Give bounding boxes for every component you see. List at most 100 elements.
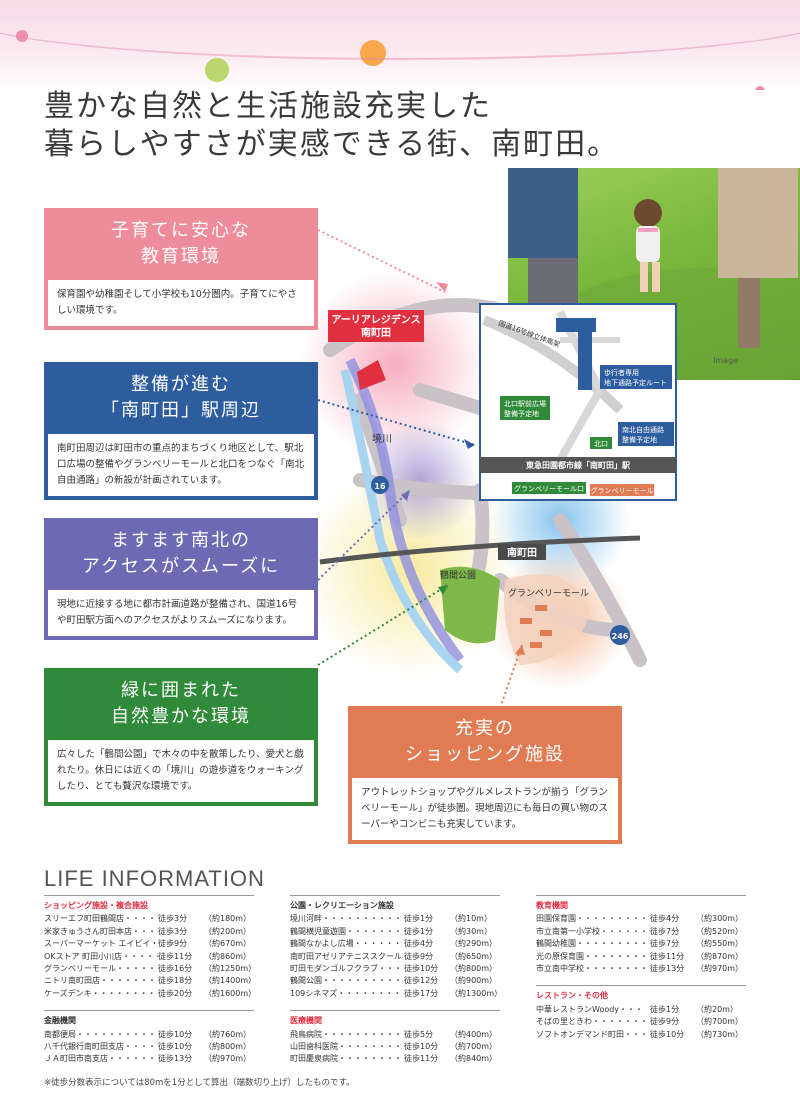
walk-time: 徒歩17分 (404, 988, 439, 998)
arrow-orange (515, 645, 525, 655)
life-column-2: 公園・レクリエーション施設境川河畔・・・・・・・・・・・徒歩1分 （約10m） 鶴間… (290, 895, 503, 1066)
residence-label-box (328, 310, 424, 342)
station-label: 南町田 (507, 546, 537, 559)
life-row: 鶴間公園・・・・・・・・・・・徒歩12分（約900m） (290, 975, 500, 987)
walk-time: 徒歩1分 (404, 914, 434, 924)
distance: （約1600m） (204, 988, 257, 998)
walk-time: 徒歩16分 (158, 964, 193, 974)
photo-label: Image (712, 356, 738, 365)
distance: （約10m） (450, 914, 492, 924)
distance: （約670m） (204, 939, 252, 949)
walking-note: ※徒歩分数表示については80mを1分として算出（端数切り上げ）したものです。 (44, 1078, 355, 1088)
life-row: 田園保育園・・・・・・・・・・徒歩4分（約300m） (536, 913, 746, 925)
facility-name: 南町田アゼリアテニススクール・テニスクラブ (290, 951, 404, 961)
arrow-blue (464, 439, 475, 449)
park-label: 鶴間公園 (440, 569, 476, 581)
life-row: 八千代銀行南町田支店・・・・・徒歩10分（約800m） (44, 1041, 254, 1053)
life-section-heading: 教育機関 (536, 901, 568, 910)
distance: （約970m） (696, 964, 744, 974)
mall-block (520, 618, 532, 624)
facility-name: グランベリーモール・・・・・・ (44, 964, 158, 974)
life-section: 医療機関飛鳥病院・・・・・・・・・・・徒歩5分（約400m）山田歯科医院・・・・… (290, 1010, 500, 1066)
life-row: OKストア 町田小川店・・・・・徒歩11分（約860m） (44, 951, 254, 963)
walk-time: 徒歩3分 (158, 914, 188, 924)
distance: （約300m） (696, 914, 744, 924)
mall-block (540, 630, 552, 636)
facility-name: ニトリ南町田店・・・・・・・・ (44, 976, 158, 986)
life-row: 109シネマズ・・・・・・・・・徒歩17分（約1300m） (290, 988, 503, 1000)
station-box (498, 544, 546, 560)
walk-time: 徒歩3分 (158, 926, 188, 936)
life-row: 南町田アゼリアテニススクール・テニスクラブ徒歩9分（約650m） (290, 951, 500, 963)
inset-plaza-2: 整備予定地 (504, 409, 539, 418)
distance: （約1250m） (204, 964, 257, 974)
card-desc: 保育園や幼稚園そして小学校も10分圏内。子育てにやさしい環境です。 (48, 280, 314, 326)
facility-name: 町田慶泉病院・・・・・・・・・ (290, 1054, 404, 1064)
walk-time: 徒歩4分 (404, 939, 434, 949)
card-nature: 緑に囲まれた自然豊かな環境 広々した「鶴間公園」で木々の中を散策したり、愛犬と戯… (44, 668, 318, 806)
purple-road (345, 357, 465, 663)
facility-name: 境川河畔・・・・・・・・・・・ (290, 914, 404, 924)
walk-time: 徒歩13分 (158, 1054, 193, 1064)
card-title: 緑に囲まれた自然豊かな環境 (111, 680, 251, 727)
card-desc: アウトレットショップやグルメレストランが揃う「グランベリーモール」が徒歩圏。現地… (352, 778, 618, 840)
facility-name: スリーエフ町田鶴間店・・・・・ (44, 914, 158, 924)
life-section: 教育機関田園保育園・・・・・・・・・・徒歩4分（約300m）市立南第一小学校・・… (536, 895, 746, 975)
inset-mall-exit: グランベリーモール口 (514, 484, 584, 493)
distance: （約30m） (450, 926, 492, 936)
life-row: 境川河畔・・・・・・・・・・・徒歩1分 （約10m） (290, 913, 500, 925)
life-row: 飛鳥病院・・・・・・・・・・・徒歩5分（約400m） (290, 1029, 500, 1041)
facility-name: ＪＡ町田市南支店・・・・・・・ (44, 1054, 158, 1064)
facility-name: 光の原保育園・・・・・・・・・ (536, 951, 650, 961)
card-title: 子育てに安心な教育環境 (111, 220, 251, 267)
walk-time: 徒歩11分 (650, 951, 685, 961)
connector-lines (317, 229, 523, 709)
inset-north-exit: 北口 (594, 440, 608, 448)
walk-time: 徒歩18分 (158, 976, 193, 986)
distance: （約1300m） (450, 988, 503, 998)
card-shopping: 充実のショッピング施設 アウトレットショップやグルメレストランが揃う「グランベリ… (348, 706, 622, 844)
card-title: 整備が進む「南町田」駅周辺 (101, 374, 261, 421)
life-row: 鶴間横児童遊園・・・・・・・・徒歩1分（約30m） (290, 926, 500, 938)
walk-time: 徒歩10分 (158, 1029, 193, 1039)
mall-block (530, 642, 542, 648)
arc-line (0, 0, 800, 60)
distance: （約200m） (204, 926, 252, 936)
life-row: 鶴間なかよし広場・・・・・・・徒歩4分（約290m） (290, 938, 500, 950)
life-row: 米家きゅうさん町田本店・・・・徒歩3分（約200m） (44, 926, 254, 938)
walk-time: 徒歩7分 (650, 939, 680, 949)
life-row: ニトリ南町田店・・・・・・・・徒歩18分（約1400m） (44, 975, 256, 987)
distance: （約870m） (696, 951, 744, 961)
facility-name: 鶴間横児童遊園・・・・・・・・ (290, 926, 404, 936)
header-decoration (0, 0, 800, 90)
walk-time: 徒歩10分 (404, 964, 439, 974)
inset-walkway-2: 地下通路予定ルート (604, 378, 667, 387)
walk-time: 徒歩9分 (404, 951, 434, 961)
card-title: 充実のショッピング施設 (405, 718, 565, 765)
life-row: グランベリーモール・・・・・・徒歩16分 （約1250m） (44, 963, 257, 975)
facility-name: 鶴間なかよし広場・・・・・・・ (290, 939, 404, 949)
distance: （約700m） (696, 1017, 744, 1027)
walk-time: 徒歩10分 (404, 1042, 439, 1052)
life-section: 公園・レクリエーション施設境川河畔・・・・・・・・・・・徒歩1分 （約10m） 鶴間… (290, 895, 503, 1000)
card-title: ますます南北のアクセスがスムーズに (81, 530, 281, 577)
distance: （約800m） (450, 964, 498, 974)
route16-icon (371, 476, 389, 494)
facility-name: 鶴間幼稚園・・・・・・・・・・ (536, 939, 650, 949)
facility-name: 鶴間公園・・・・・・・・・・・ (290, 976, 404, 986)
life-row: ケーズデンキ・・・・・・・・・徒歩20分（約1600m） (44, 988, 257, 1000)
distance: （約730m） (696, 1029, 744, 1039)
distance: （約550m） (696, 939, 744, 949)
life-section-heading: 公園・レクリエーション施設 (290, 901, 394, 910)
arrow-pink (436, 282, 448, 292)
green-dot (205, 58, 229, 82)
mall-block (535, 605, 547, 611)
facility-name: 山田歯科医院・・・・・・・・・ (290, 1042, 404, 1052)
facility-name: ケーズデンキ・・・・・・・・・ (44, 988, 158, 998)
facility-name: スーパーマーケット エイビイ・・ (44, 939, 158, 949)
life-column-3: 教育機関田園保育園・・・・・・・・・・徒歩4分（約300m）市立南第一小学校・・… (536, 895, 746, 1041)
life-row: 市立南中学校・・・・・・・・・徒歩13分（約970m） (536, 963, 746, 975)
life-row: 町田モダンゴルフクラブ・・・・徒歩10分（約800m） (290, 963, 500, 975)
walk-time: 徒歩7分 (650, 926, 680, 936)
life-section: 金融機関南都便局・・・・・・・・・・・徒歩10分（約760m）八千代銀行南町田支… (44, 1010, 254, 1066)
